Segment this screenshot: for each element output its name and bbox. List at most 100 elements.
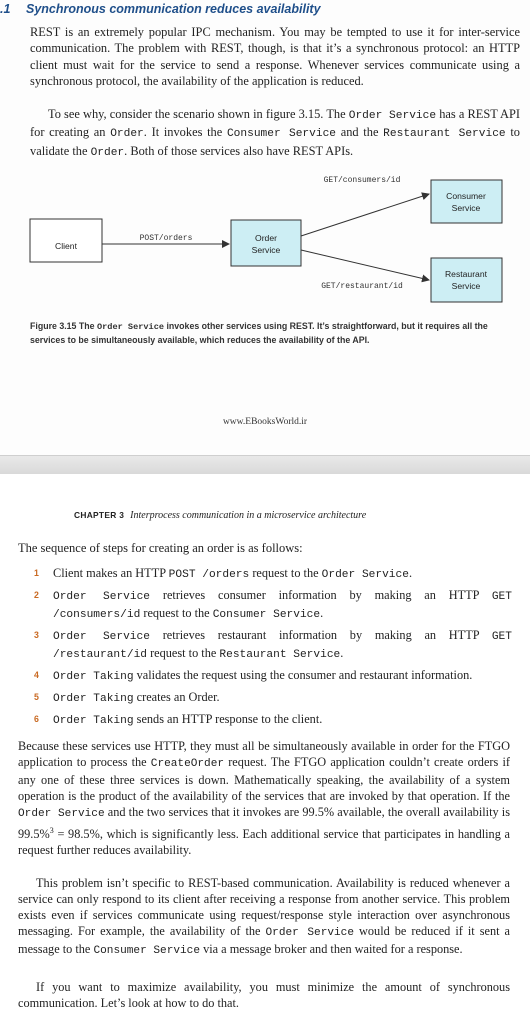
- consumer-service-box: [430, 179, 503, 224]
- paragraph-rest-intro: REST is an extremely popular IPC mechani…: [30, 25, 520, 88]
- step-number: 4: [34, 670, 39, 680]
- order-service-label-2: Service: [252, 245, 281, 255]
- code-text: Consumer Service: [212, 609, 321, 621]
- chapter-label: Chapter 3: [74, 510, 125, 520]
- text-run: retrieves restaurant information by maki…: [149, 628, 492, 642]
- code-text: Order: [110, 128, 144, 141]
- text-run: to validate the: [30, 125, 520, 158]
- code-text: Order Service: [53, 591, 151, 603]
- code-text: Order Service: [321, 569, 409, 581]
- paragraph-maximize: If you want to maximize availability, yo…: [18, 980, 510, 1010]
- section-title: Synchronous communication reduces availa…: [26, 2, 321, 16]
- code-text: Order Service: [53, 631, 150, 643]
- lower-page: [0, 474, 530, 1024]
- code-text: Order Service: [18, 807, 105, 820]
- text-run: .: [320, 606, 324, 620]
- superscript: 3: [49, 825, 54, 835]
- paragraph-availability: Because these services use HTTP, they mu…: [18, 739, 510, 858]
- steps-list: 1 Client makes an HTTP POST /orders reque…: [34, 565, 512, 733]
- code-text: Order Service: [265, 926, 355, 939]
- text-run: would be reduced if it sent a message to…: [18, 923, 510, 956]
- consumer-service-label-2: Service: [452, 203, 481, 213]
- text-run: Because these services use HTTP, they mu…: [18, 739, 510, 769]
- upper-page: .1 Synchronous communication reduces avai…: [0, 0, 530, 455]
- step-number: 5: [34, 692, 39, 702]
- text-run: Client makes an HTTP: [53, 566, 169, 580]
- text-run: via a message broker and then waited for…: [200, 941, 463, 956]
- rest-diagram: Client Order Service Consumer Service Re…: [29, 176, 503, 303]
- code-text: Restaurant Service: [219, 649, 341, 661]
- section-number: .1: [0, 2, 11, 16]
- code-text: Order Service: [348, 110, 437, 122]
- code-text: POST /orders: [168, 569, 250, 581]
- caption-text: The Order Service invokes other services…: [30, 321, 488, 345]
- order-service-label-1: Order: [255, 233, 277, 243]
- text-run: = 98.5%, which is significantly less. Ea…: [18, 826, 510, 857]
- text-run: validates the request using the consumer…: [133, 668, 473, 682]
- text-run: has a REST API for creating an: [30, 107, 521, 140]
- step-number: 2: [34, 590, 39, 600]
- figure-number: Figure 3.15: [30, 321, 77, 331]
- text-run: and the two services that it invokes are…: [18, 804, 510, 841]
- step-number: 1: [34, 568, 39, 578]
- text-run: . Both of those services also have REST …: [124, 143, 354, 158]
- code-text: GET /restaurant/id: [53, 631, 512, 661]
- text-run: request to the: [140, 606, 213, 620]
- code-text: CreateOrder: [150, 757, 225, 770]
- code-text: Consumer Service: [93, 944, 200, 957]
- get-consumers-label: GET/consumers/id: [324, 176, 401, 185]
- text-run: request to the: [249, 566, 322, 580]
- chapter-title: Interprocess communication in a microser…: [130, 510, 367, 521]
- code-text: Order Service: [96, 322, 165, 332]
- text-run: sends an HTTP response to the client.: [133, 712, 323, 726]
- code-text: GET /consumers/id: [53, 591, 512, 621]
- step-item: 6 Order Taking sends an HTTP response to …: [34, 711, 512, 729]
- watermark: www.EBooksWorld.ir: [222, 417, 308, 427]
- text-run: This problem isn’t specific to REST-base…: [18, 876, 510, 938]
- text-run: creates an Order.: [133, 690, 220, 704]
- text-run: .: [340, 646, 344, 660]
- step-item: 1 Client makes an HTTP POST /orders reque…: [34, 565, 512, 583]
- text-run: request to the: [147, 646, 220, 660]
- get-consumers-arrow: [300, 192, 430, 237]
- running-header: Chapter 3 Interprocess communication in a…: [74, 510, 366, 521]
- restaurant-service-box: [430, 257, 503, 303]
- figure-3-15: Client Order Service Consumer Service Re…: [0, 168, 530, 308]
- text-run: To see why, consider the scenario shown …: [48, 107, 349, 121]
- step-number: 6: [34, 714, 39, 724]
- get-restaurant-arrow: [300, 249, 430, 283]
- client-box: [29, 218, 103, 263]
- steps-intro: The sequence of steps for creating an or…: [18, 541, 303, 555]
- client-label: Client: [55, 241, 78, 251]
- text-run: and the: [336, 125, 384, 140]
- text-run: . It invokes the: [143, 125, 227, 140]
- restaurant-service-label-1: Restaurant: [445, 269, 488, 279]
- code-text: Restaurant Service: [383, 128, 506, 141]
- code-text: Order Taking: [53, 671, 134, 683]
- text-run: .: [408, 566, 413, 580]
- figure-caption: Figure 3.15 The Order Service invokes ot…: [30, 320, 510, 347]
- section-heading: .1 Synchronous communication reduces avai…: [0, 2, 321, 20]
- order-service-box: [230, 219, 302, 267]
- restaurant-service-label-2: Service: [452, 281, 481, 291]
- text-run: request. The FTGO application couldn’t c…: [18, 754, 510, 803]
- get-restaurant-label: GET/restaurant/id: [321, 282, 403, 291]
- code-text: Consumer Service: [226, 128, 336, 141]
- step-item: 5 Order Taking creates an Order.: [34, 689, 512, 707]
- step-number: 3: [34, 630, 39, 640]
- code-text: Order Taking: [53, 715, 134, 727]
- text-run: invokes other services using REST. It’s …: [30, 321, 488, 345]
- step-item: 2 Order Service retrieves consumer inform…: [34, 587, 512, 623]
- page-divider: [0, 455, 530, 475]
- paragraph-async: This problem isn’t specific to REST-base…: [18, 876, 510, 960]
- step-item: 3 Order Service retrieves restaurant info…: [34, 627, 512, 663]
- text-run: retrieves consumer information by making…: [150, 588, 492, 602]
- code-text: Order Taking: [53, 693, 134, 705]
- step-item: 4 Order Taking validates the request usin…: [34, 667, 512, 685]
- consumer-service-label-1: Consumer: [446, 191, 486, 201]
- code-text: Order: [90, 146, 125, 159]
- text-run: The: [76, 321, 97, 331]
- paragraph-scenario: To see why, consider the scenario shown …: [30, 106, 520, 161]
- post-orders-label: POST/orders: [140, 234, 193, 243]
